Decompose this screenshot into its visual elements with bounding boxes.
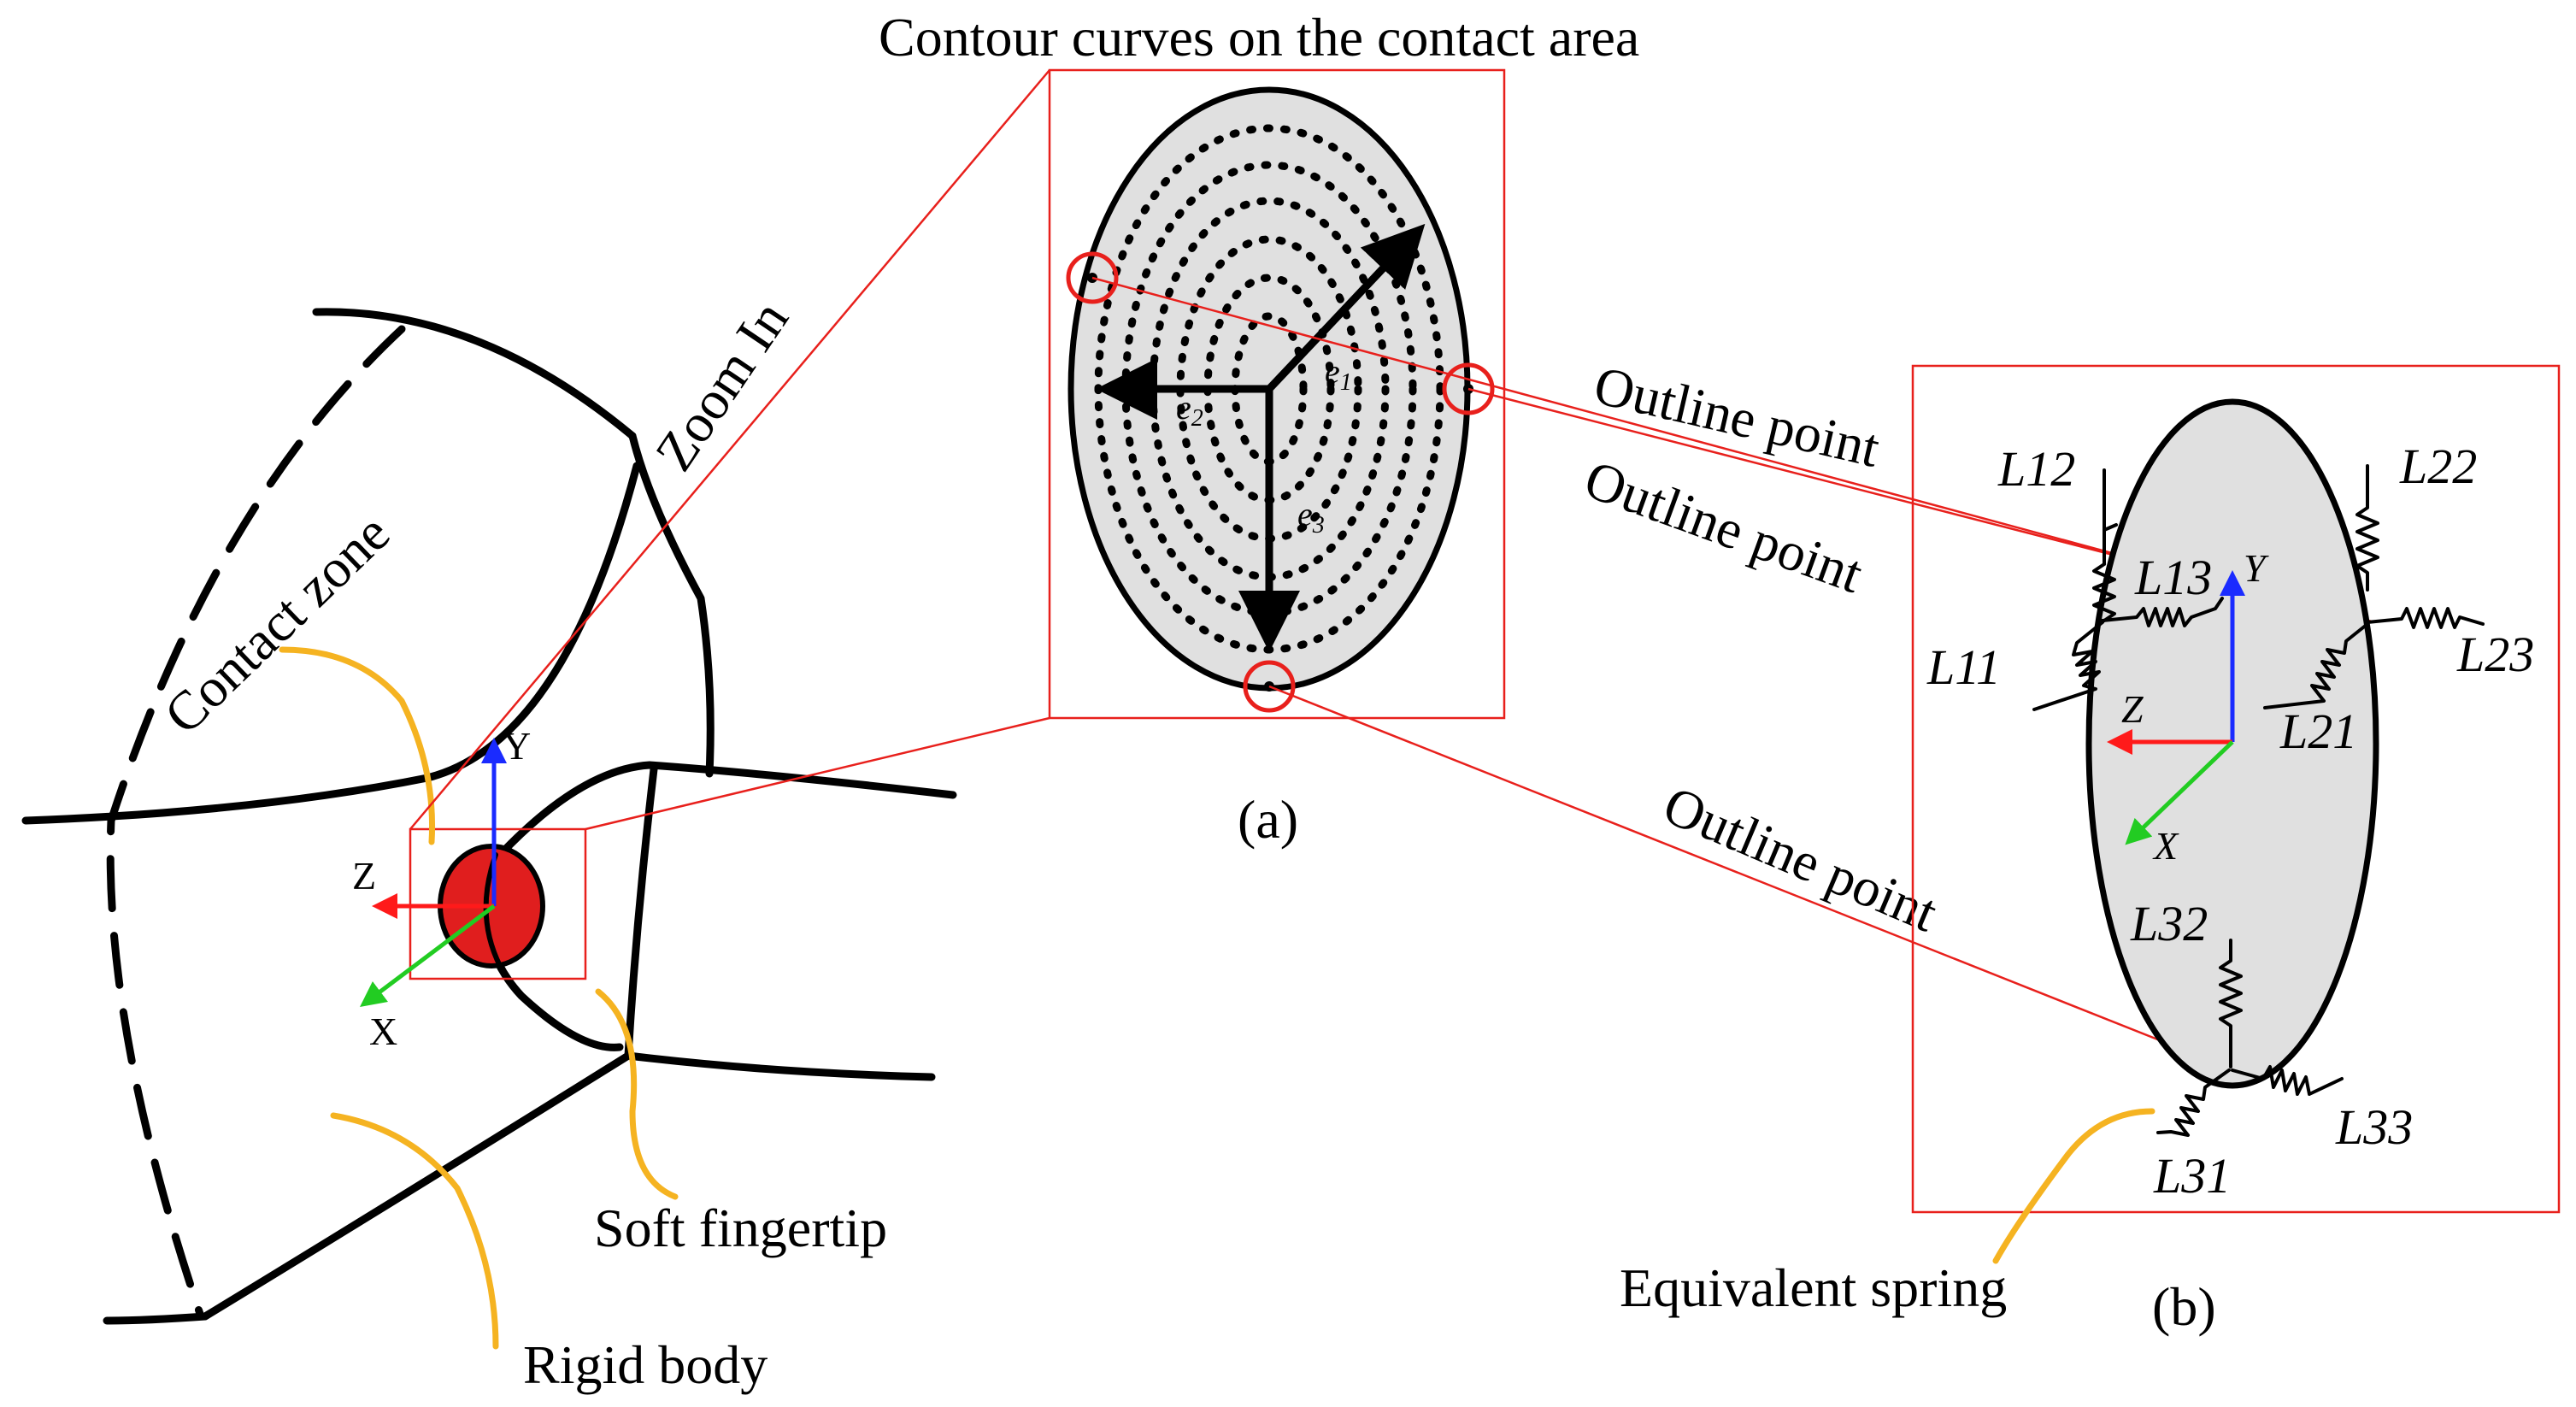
contact-zone-leader — [279, 646, 436, 845]
label-L23: L23 — [2456, 627, 2534, 682]
axis-x-label: X — [369, 1010, 397, 1053]
finger-sketch — [21, 308, 957, 1325]
axis-z-label: Z — [352, 854, 376, 898]
panel-a-frame — [1048, 68, 1506, 720]
soft-fingertip-leader — [595, 988, 679, 1200]
axis-z-label-b: Z — [2121, 687, 2144, 731]
spring-L22 — [2355, 464, 2379, 592]
panel-b-label: (b) — [2152, 1276, 2216, 1337]
axis-y-label-b: Y — [2244, 546, 2269, 590]
vector-e3-label: e3 — [1297, 495, 1325, 539]
label-L33: L33 — [2335, 1099, 2413, 1155]
right-axes: Y Z X — [2107, 546, 2269, 868]
soft-fingertip-label: Soft fingertip — [594, 1198, 887, 1258]
outline-point-label-1: Outline point — [1589, 354, 1885, 479]
label-L32: L32 — [2130, 896, 2208, 951]
contact-zone-label: Contact zone — [152, 503, 401, 745]
contour-ellipse: e1 e2 e3 — [1067, 86, 1471, 692]
spring-L11 — [2032, 621, 2104, 711]
spring-L23 — [2366, 607, 2485, 629]
panel-b-frame — [1911, 364, 2561, 1214]
left-axes: Y Z X — [352, 724, 531, 1053]
spring-L32 — [2219, 939, 2243, 1068]
label-L13: L13 — [2134, 550, 2212, 605]
label-L12: L12 — [1997, 441, 2075, 497]
rigid-body-label: Rigid body — [523, 1334, 768, 1395]
contour-title: Contour curves on the contact area — [879, 7, 1639, 68]
springs — [2032, 464, 2485, 1137]
equivalent-spring-label: Equivalent spring — [1620, 1257, 2007, 1318]
spring-L21 — [2263, 622, 2369, 709]
label-L21: L21 — [2279, 704, 2357, 759]
outline-point-markers — [1066, 251, 1495, 713]
label-L11: L11 — [1926, 639, 2001, 695]
outline-point-label-3: Outline point — [1656, 774, 1946, 944]
vector-e1-label: e1 — [1325, 352, 1352, 396]
label-L31: L31 — [2153, 1148, 2231, 1204]
zoom-in-label: Zoom In — [644, 290, 800, 481]
label-L22: L22 — [2399, 439, 2477, 494]
spring-L31 — [2156, 1068, 2231, 1137]
panel-a-label: (a) — [1238, 789, 1298, 850]
zoom-lines — [409, 69, 1050, 831]
spring-L13 — [2101, 597, 2224, 627]
rigid-body-leader — [330, 1112, 499, 1350]
outline-point-label-2: Outline point — [1577, 448, 1871, 604]
spring-labels: L12 L22 L13 L11 L23 L21 L32 L33 L31 — [1926, 439, 2534, 1204]
equivalent-spring-leader — [1992, 1108, 2155, 1264]
axis-y-label: Y — [503, 724, 531, 768]
axis-x-label-b: X — [2152, 824, 2179, 868]
vector-e2-label: e2 — [1176, 388, 1203, 432]
spring-L12 — [2092, 468, 2118, 622]
spring-L33 — [2231, 1065, 2344, 1096]
